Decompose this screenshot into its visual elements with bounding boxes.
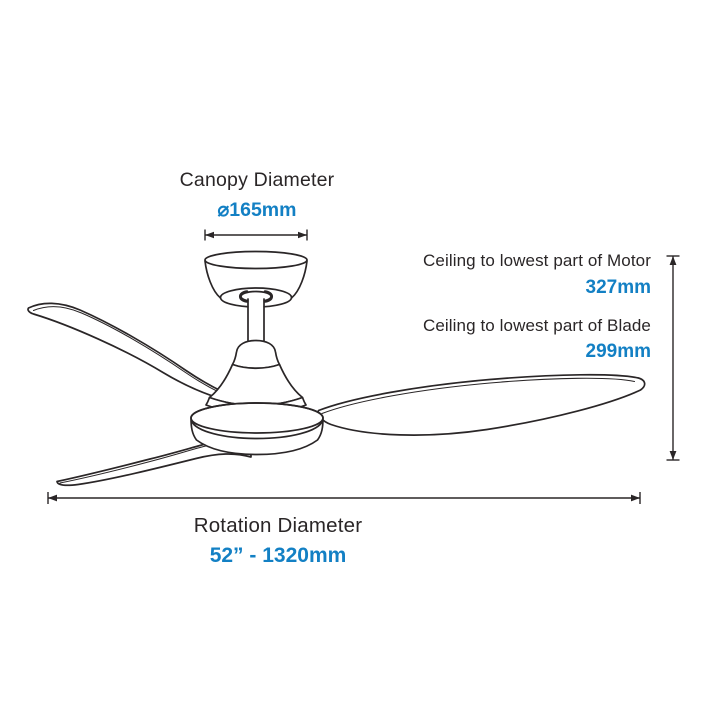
downrod	[247, 298, 265, 345]
rotation-diameter-value: 52” - 1320mm	[209, 544, 347, 567]
canopy-diameter-value: ⌀165mm	[217, 199, 297, 221]
canopy-screw-right	[263, 290, 274, 303]
blade-upper-left	[27, 302, 250, 406]
canopy-diameter-label: Canopy Diameter	[179, 169, 335, 191]
ceiling-to-motor-label: Ceiling to lowest part of Motor	[423, 251, 651, 270]
rotation-dimension-line	[47, 492, 641, 504]
ceiling-to-blade-value: 299mm	[585, 341, 652, 362]
rotation-diameter-label: Rotation Diameter	[193, 514, 363, 537]
canopy-dimension-line	[204, 229, 308, 241]
ceiling-to-motor-value: 327mm	[585, 277, 652, 298]
light-housing	[190, 402, 324, 456]
canopy-screw-left	[238, 290, 249, 303]
blade-right	[317, 373, 646, 436]
canopy	[204, 250, 308, 308]
ceiling-to-blade-label: Ceiling to lowest part of Blade	[422, 316, 651, 335]
height-dimension-line	[666, 255, 680, 461]
